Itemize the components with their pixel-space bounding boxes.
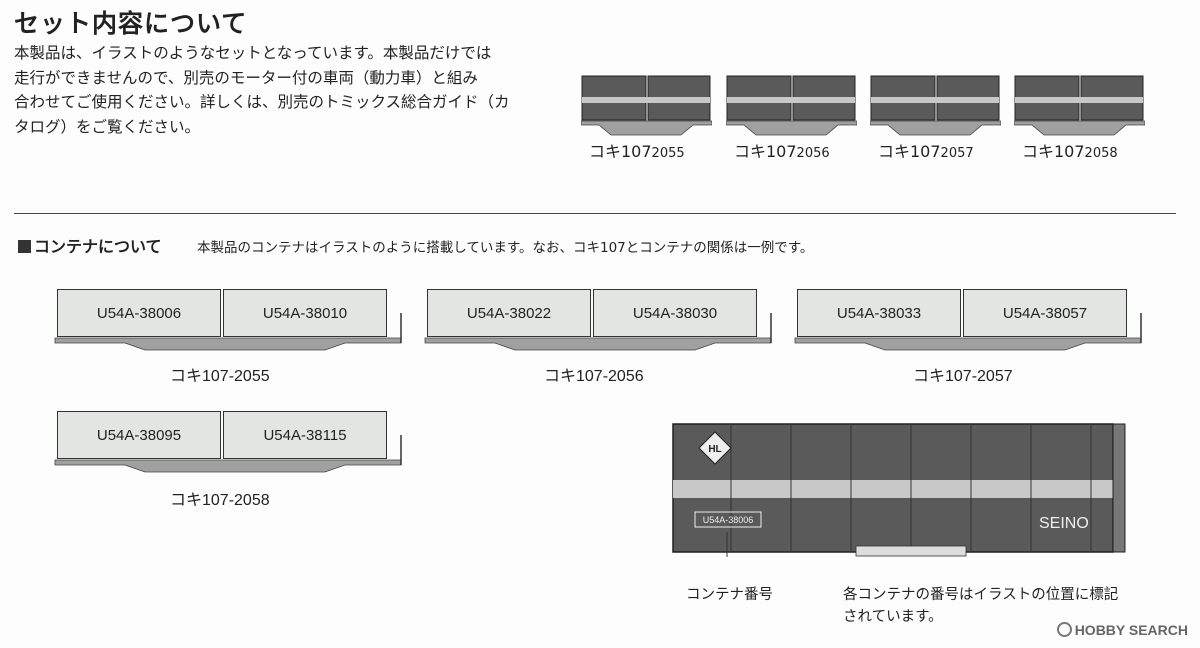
wagon-label: コキ107-2056 (544, 368, 644, 385)
wagon-label: コキ107-2058 (170, 492, 270, 509)
container-box: U54A-38006 (57, 289, 221, 337)
number-plate-text: U54A-38006 (703, 515, 754, 525)
small-car-label: コキ1072058 (1022, 138, 1118, 162)
watermark-text: HOBBY SEARCH (1074, 622, 1188, 638)
small-car-illustration (1014, 75, 1145, 137)
container-box: U54A-38095 (57, 411, 221, 459)
wagon-deck (54, 313, 402, 351)
container-box: U54A-38010 (223, 289, 387, 337)
small-car-label: コキ1072057 (878, 138, 974, 162)
position-note-line: 各コンテナの番号はイラストの位置に標記 (843, 587, 1119, 603)
container-illustration: HL U54A-38006 SEINO (671, 422, 1128, 557)
container-box: U54A-38115 (223, 411, 387, 459)
position-note-line: されています。 (843, 609, 943, 625)
logo-text: HL (708, 444, 721, 455)
intro-text: 本製品は、イラストのようなセットとなっています。本製品だけでは 走行ができません… (14, 41, 544, 139)
car-number: 2058 (1084, 146, 1118, 161)
container-number-caption: コンテナ番号 (686, 587, 773, 603)
intro-line: 合わせてご使用ください。詳しくは、別売のトミックス総合ガイド（カ (14, 93, 510, 111)
container-section-note: 本製品のコンテナはイラストのように搭載しています。なお、コキ107とコンテナの関… (197, 240, 814, 256)
car-type: コキ107 (1022, 142, 1085, 161)
container-box: U54A-38057 (963, 289, 1127, 337)
bullet-square-icon (18, 240, 31, 253)
page-title: セット内容について (14, 9, 248, 38)
car-type: コキ107 (878, 142, 941, 161)
section-divider (14, 213, 1176, 214)
small-car-label: コキ1072055 (589, 138, 685, 162)
small-car-illustration (581, 75, 712, 137)
car-number: 2057 (940, 146, 974, 161)
wagon-deck (54, 435, 402, 473)
intro-line: 走行ができませんので、別売のモーター付の車両（動力車）と組み (14, 68, 478, 87)
container-section-title: コンテナについて (18, 233, 162, 257)
wagon-label: コキ107-2057 (913, 368, 1013, 385)
brand-text: SEINO (1039, 515, 1089, 532)
car-number: 2056 (796, 146, 830, 161)
container-stripe (673, 480, 1113, 498)
watermark: HOBBY SEARCH (1056, 622, 1188, 638)
container-box: U54A-38033 (797, 289, 961, 337)
small-car-illustration (726, 75, 857, 137)
container-section-title-text: コンテナについて (34, 237, 162, 256)
wagon-label: コキ107-2055 (170, 368, 270, 385)
small-car-illustration (870, 75, 1001, 137)
wagon-deck (424, 313, 772, 351)
car-type: コキ107 (734, 142, 797, 161)
hobby-search-logo-icon (1056, 622, 1072, 637)
company-logo-icon (698, 431, 732, 465)
car-type: コキ107 (589, 142, 652, 161)
small-car-label: コキ1072056 (734, 138, 830, 162)
wagon-deck (794, 313, 1142, 351)
container-box: U54A-38030 (593, 289, 757, 337)
number-plate (694, 511, 762, 528)
intro-line: タログ）をご覧ください。 (14, 117, 201, 136)
intro-line: 本製品は、イラストのようなセットとなっています。本製品だけでは (14, 44, 492, 62)
car-number: 2055 (651, 146, 685, 161)
container-box: U54A-38022 (427, 289, 591, 337)
